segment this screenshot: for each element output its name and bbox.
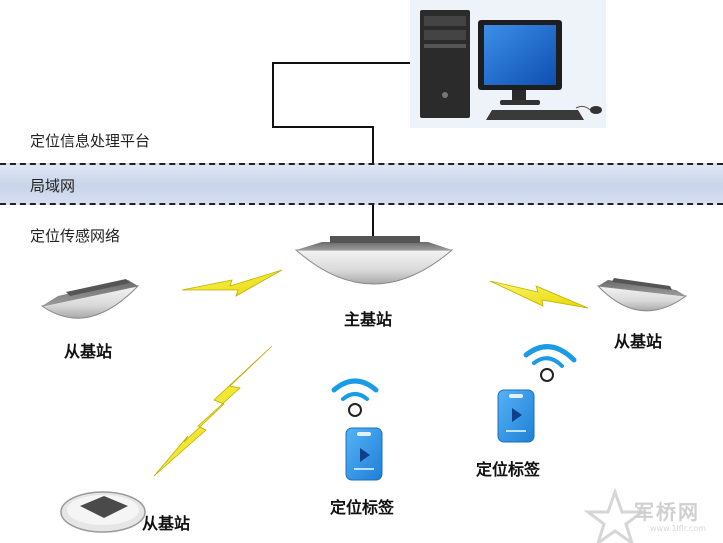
platform-label: 定位信息处理平台	[30, 132, 151, 150]
sensor-network-label: 定位传感网络	[30, 227, 121, 245]
lan-label: 局域网	[30, 177, 76, 195]
watermark-text: 军桥网	[634, 500, 700, 524]
sub-station-left-icon	[40, 279, 140, 319]
tag-1-icon	[331, 378, 383, 481]
main-station-label: 主基站	[344, 310, 393, 329]
computer-icon	[410, 0, 606, 128]
watermark-star-icon	[583, 487, 647, 543]
lightning-bolt-icon	[153, 269, 589, 477]
tag-2-label: 定位标签	[476, 460, 541, 479]
sub-station-right-icon	[596, 278, 688, 312]
sub-station-left-label: 从基站	[64, 342, 113, 361]
sub-station-bottom-label: 从基站	[142, 514, 191, 533]
main-station-icon	[294, 236, 454, 285]
tag-1-label: 定位标签	[330, 498, 395, 517]
watermark-url: www.1lflr.com	[650, 524, 706, 533]
sub-station-right-label: 从基站	[614, 332, 663, 351]
tag-2-icon	[497, 344, 577, 443]
lan-band	[0, 163, 723, 205]
wired-connection	[272, 62, 410, 238]
sub-station-bottom-icon	[60, 491, 146, 533]
